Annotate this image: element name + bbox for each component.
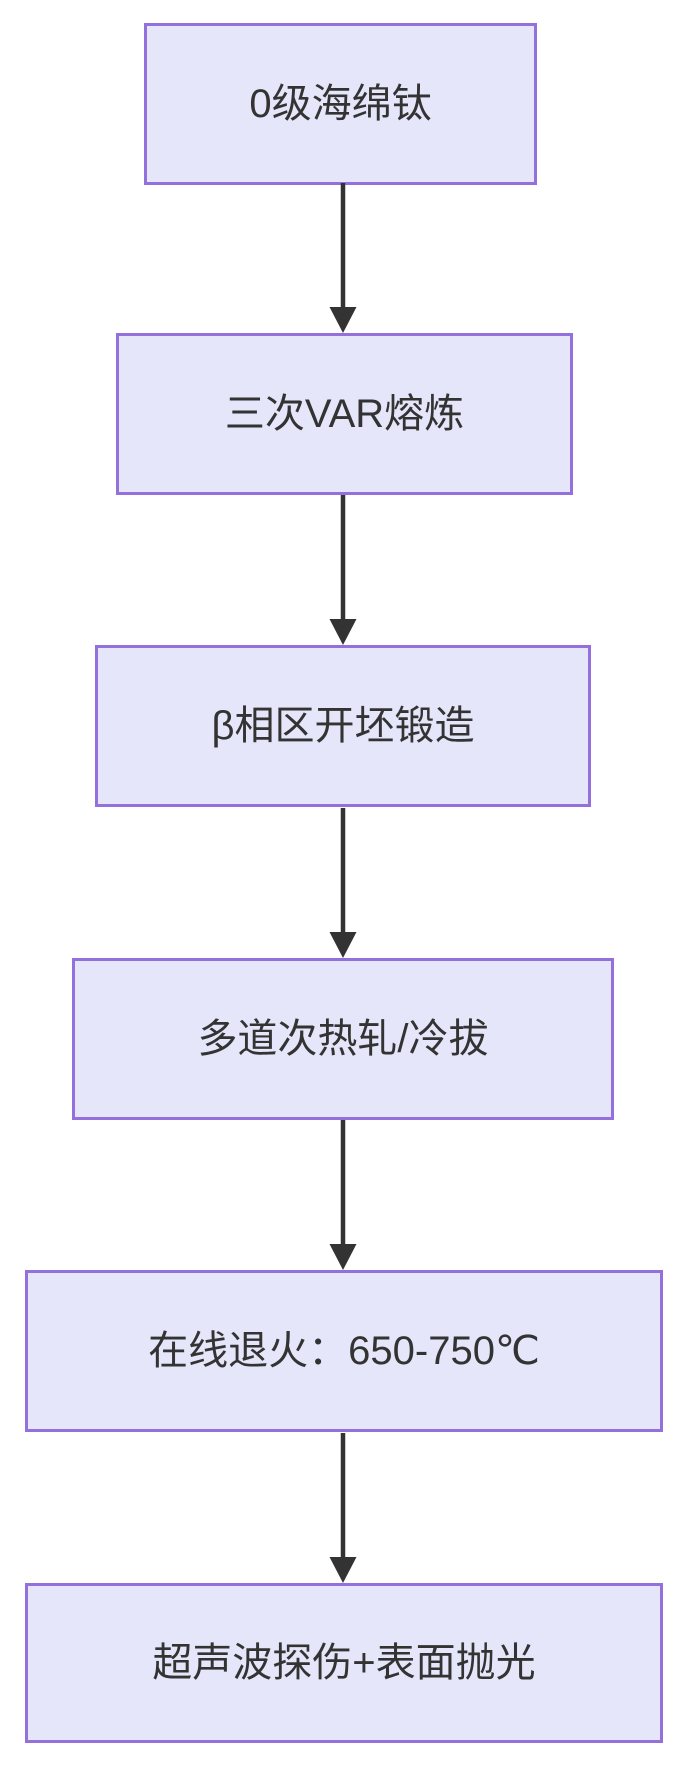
- flow-node-label: 三次VAR熔炼: [224, 392, 465, 436]
- flow-node-hot-rolling: 多道次热轧/冷拔: [72, 958, 614, 1120]
- flow-node-annealing: 在线退火：650-750℃: [25, 1270, 663, 1432]
- flow-node-label: 在线退火：650-750℃: [148, 1329, 540, 1373]
- flow-node-label: 多道次热轧/冷拔: [197, 1017, 489, 1061]
- arrow-down-connector: [329, 1120, 357, 1270]
- flow-node-sponge-titanium: 0级海绵钛: [144, 23, 537, 185]
- flow-node-label: 超声波探伤+表面抛光: [152, 1641, 536, 1685]
- flow-node-beta-forging: β相区开坯锻造: [95, 645, 591, 807]
- flow-node-label: 0级海绵钛: [249, 82, 432, 126]
- arrow-down-connector: [329, 183, 357, 333]
- arrow-down-connector: [329, 1433, 357, 1583]
- flow-node-label: β相区开坯锻造: [211, 704, 475, 748]
- arrow-down-connector: [329, 495, 357, 645]
- flow-node-inspection-polishing: 超声波探伤+表面抛光: [25, 1583, 663, 1743]
- flow-node-var-melting: 三次VAR熔炼: [116, 333, 573, 495]
- arrow-down-connector: [329, 808, 357, 958]
